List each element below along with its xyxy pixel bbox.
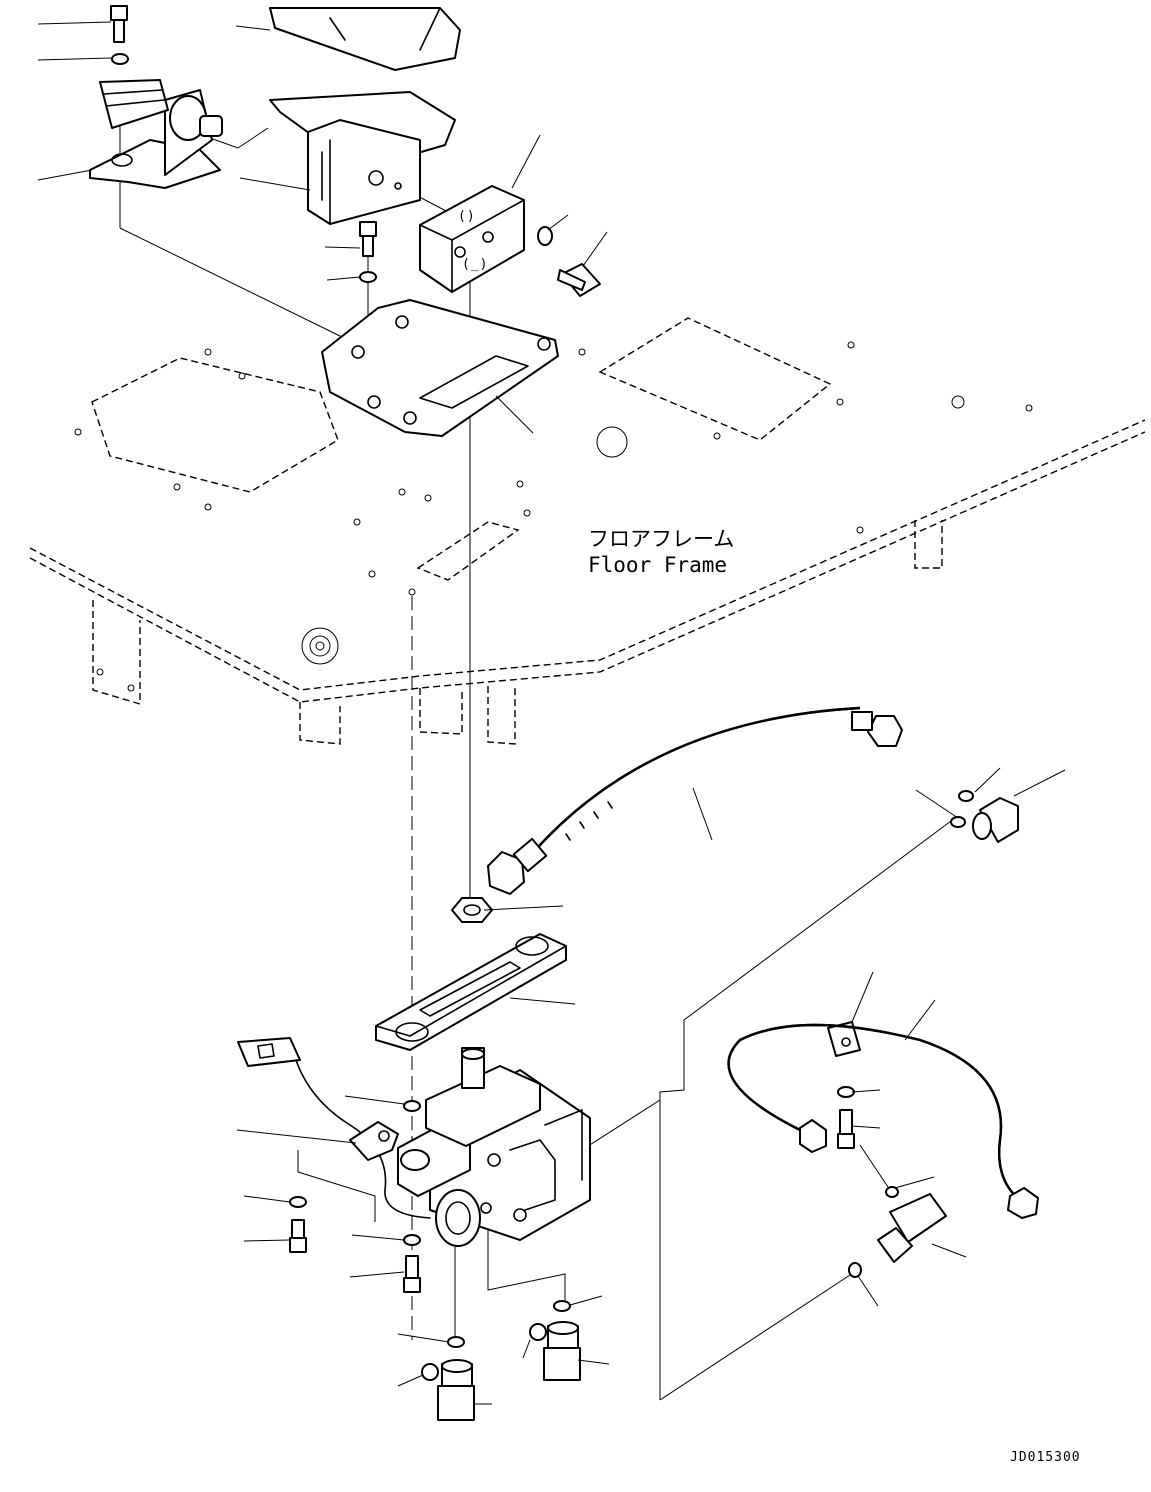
spacer-plate bbox=[375, 933, 567, 1051]
svg-text:(_): (_) bbox=[462, 257, 488, 272]
washer bbox=[289, 1086, 855, 1246]
hose-lower bbox=[727, 1023, 1039, 1219]
floor-frame bbox=[29, 317, 1146, 745]
pedal-block: () (_) bbox=[419, 185, 525, 293]
leader-lines bbox=[37, 21, 1066, 1405]
pedal-cover bbox=[269, 7, 461, 71]
clamp bbox=[349, 1021, 861, 1161]
pedal bbox=[269, 91, 456, 225]
pedal-bracket bbox=[89, 79, 223, 189]
o-ring bbox=[421, 790, 974, 1381]
svg-text:(): () bbox=[458, 209, 476, 224]
drawing-code: JD015300 bbox=[1010, 1450, 1081, 1465]
straight-fitting bbox=[877, 1193, 947, 1263]
bolt bbox=[110, 5, 601, 297]
hose-upper bbox=[487, 706, 903, 895]
floor-frame-label-en: Floor Frame bbox=[588, 553, 727, 577]
floor-frame-label-jp: フロアフレーム bbox=[588, 527, 734, 551]
harness-connector bbox=[237, 1037, 431, 1219]
elbow-fitting bbox=[972, 797, 1019, 843]
pedal-valve bbox=[397, 1047, 591, 1247]
bolt bbox=[289, 1109, 855, 1293]
mounting-plate bbox=[321, 299, 559, 437]
adapter-fitting bbox=[437, 1321, 581, 1421]
